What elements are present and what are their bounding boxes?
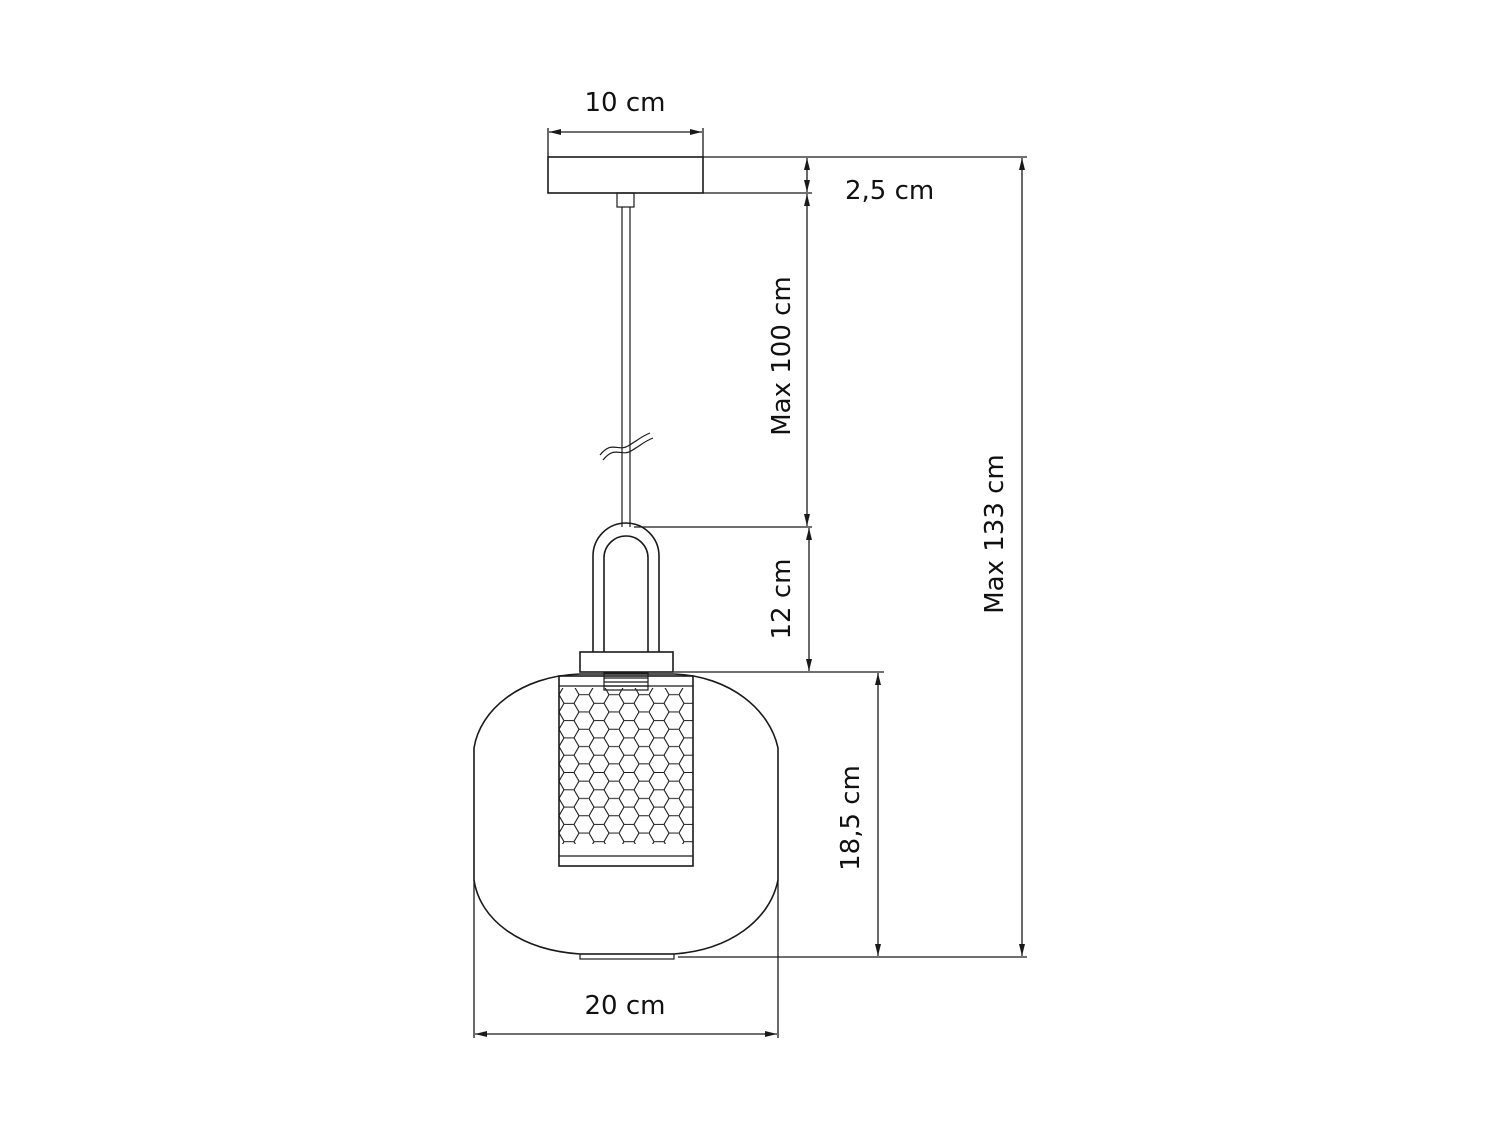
label-total-height: Max 133 cm [980,454,1010,614]
label-shade-width: 20 cm [585,991,666,1021]
dimension-canopy-width: 10 cm [547,88,704,157]
dimension-hanger-height: 12 cm [767,528,812,671]
label-cable-length: Max 100 cm [767,276,797,436]
label-shade-height: 18,5 cm [836,765,866,871]
dimension-shade-height: 18,5 cm [836,673,881,956]
hanger-loop [579,522,674,673]
glass-shade [473,673,779,960]
suspension-cable [599,207,654,527]
label-canopy-height: 2,5 cm [845,176,934,206]
dimension-canopy-height: 2,5 cm [804,158,934,206]
label-canopy-width: 10 cm [585,88,666,118]
ceiling-canopy [547,156,704,208]
label-hanger-height: 12 cm [767,559,797,640]
honeycomb-diffuser [558,672,694,867]
dimension-cable-length: Max 100 cm [767,194,810,526]
dimension-total-height: Max 133 cm [980,158,1025,956]
dimension-shade-width: 20 cm [473,880,779,1038]
